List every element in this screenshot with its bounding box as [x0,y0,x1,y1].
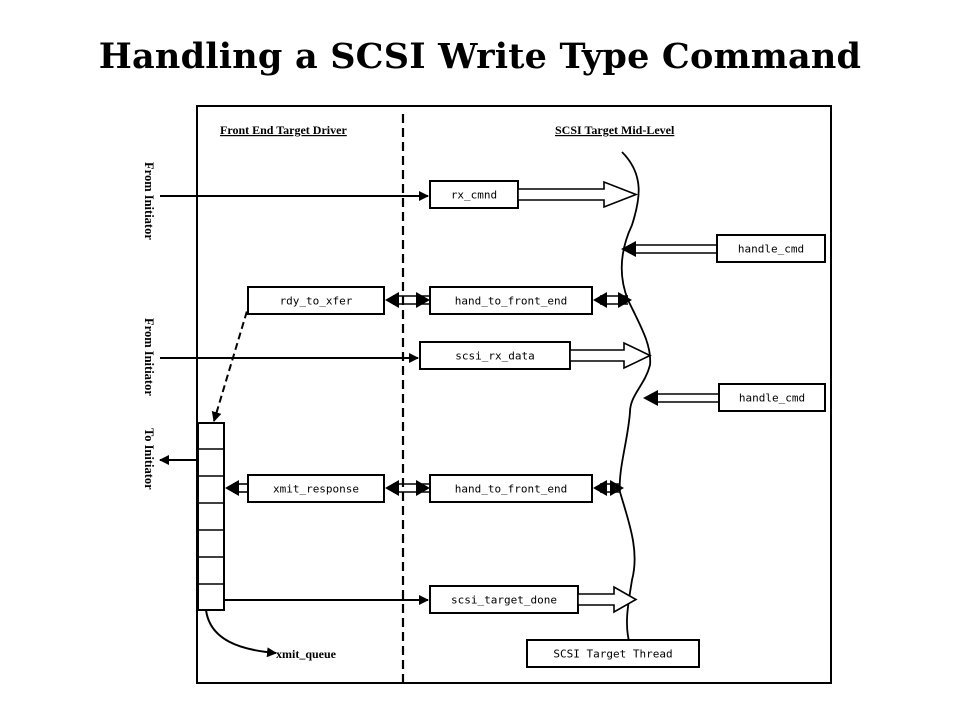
rx-cmnd-label: rx_cmnd [451,189,497,202]
handle-cmd-box-1: handle_cmd [716,234,826,263]
hand-to-front-end-label-2: hand_to_front_end [455,483,568,496]
queue-stack [197,422,225,611]
handle-cmd-1-to-thread-arrow [621,241,717,257]
scsi-rx-data-box: scsi_rx_data [419,341,571,370]
xmit-queue-arrow [205,609,277,658]
rdy-to-xfer-label: rdy_to_xfer [280,295,353,308]
rx-cmnd-box: rx_cmnd [429,180,519,209]
thread-to-hand-to-front-end-1-arrow [593,292,632,308]
from-initiator-label-2: From Initiator [142,318,156,396]
handle-cmd-box-2: handle_cmd [718,383,826,412]
to-initiator-label: To Initiator [142,428,156,490]
left-header: Front End Target Driver [220,123,347,137]
scsi-target-done-box: scsi_target_done [429,585,579,614]
scsi-rx-data-label: scsi_rx_data [455,350,534,363]
hand-to-front-end-box-1: hand_to_front_end [429,286,593,315]
rdy-to-queue-dashed-arrow [211,300,251,422]
scsi-target-thread-label: SCSI Target Thread [553,648,672,661]
scsi-target-done-block-arrow [577,585,638,614]
hand-to-front-end-1-to-rdy-arrow [385,292,430,308]
handle-cmd-label-2: handle_cmd [739,392,805,405]
scsi-rx-data-block-arrow [569,341,652,370]
thread-to-hand-to-front-end-2-arrow [593,480,624,496]
xmit-response-label: xmit_response [273,483,359,496]
hand-to-front-end-label-1: hand_to_front_end [455,295,568,308]
scsi-target-done-label: scsi_target_done [451,594,557,607]
handle-cmd-label-1: handle_cmd [738,243,804,256]
xmit-response-to-queue-arrow [225,480,248,496]
xmit-response-box: xmit_response [247,474,385,503]
xmit-queue-label: xmit_queue [276,647,337,661]
handle-cmd-2-to-thread-arrow [643,390,719,406]
rx-cmnd-block-arrow [517,180,639,209]
diagram-frame [196,105,832,684]
rdy-to-xfer-box: rdy_to_xfer [247,286,385,315]
thread-boundary-curve [618,151,652,646]
hand-to-front-end-2-to-xmit-arrow [385,480,430,496]
from-initiator-label-1: From Initiator [142,162,156,240]
scsi-target-thread-box: SCSI Target Thread [526,639,700,668]
slide-title: Handling a SCSI Write Type Command [98,36,862,77]
right-header: SCSI Target Mid-Level [555,123,675,137]
hand-to-front-end-box-2: hand_to_front_end [429,474,593,503]
